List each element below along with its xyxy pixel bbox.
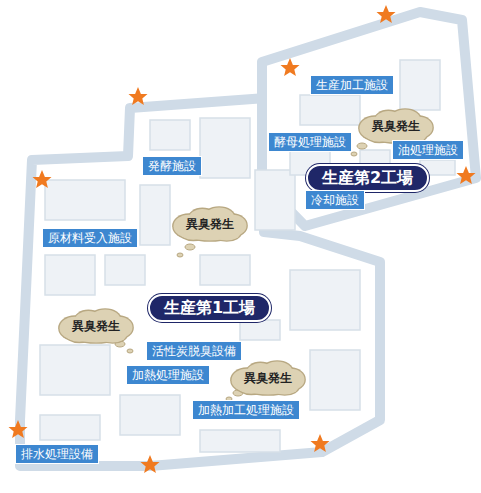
node-text: 原材料受入施設 bbox=[48, 231, 132, 245]
node-text: 発酵施設 bbox=[148, 159, 196, 173]
facility-tag: 発酵施設 bbox=[142, 156, 202, 176]
odor-cloud: 異臭発生 bbox=[58, 308, 134, 344]
node-text: 生産第1工場 bbox=[164, 298, 255, 317]
node-text: 加熱加工処理施設 bbox=[198, 403, 294, 417]
facility-tag: 排水処理設備 bbox=[15, 444, 99, 464]
plant-label: 生産第1工場 bbox=[148, 294, 271, 322]
facility-tag: 加熱処理施設 bbox=[126, 365, 210, 385]
facility-tag: 原材料受入施設 bbox=[42, 228, 138, 248]
facility-tag: 活性炭脱臭設備 bbox=[146, 341, 242, 361]
node-text: 異臭発生 bbox=[372, 119, 420, 134]
facility-tag: 冷却施設 bbox=[305, 190, 365, 210]
odor-cloud: 異臭発生 bbox=[230, 360, 306, 396]
facility-tag: 生産加工施設 bbox=[310, 75, 394, 95]
buildings bbox=[40, 60, 455, 452]
node-text: 加熱処理施設 bbox=[132, 368, 204, 382]
node-text: 酵母処理施設 bbox=[274, 135, 346, 149]
odor-cloud: 異臭発生 bbox=[172, 206, 248, 242]
facility-tag: 酵母処理施設 bbox=[268, 132, 352, 152]
node-text: 冷却施設 bbox=[311, 193, 359, 207]
plant1-outline bbox=[20, 98, 380, 466]
node-text: 生産第2工場 bbox=[322, 168, 413, 187]
node-text: 異臭発生 bbox=[186, 217, 234, 232]
node-text: 活性炭脱臭設備 bbox=[152, 344, 236, 358]
odor-cloud: 異臭発生 bbox=[358, 108, 434, 144]
node-text: 異臭発生 bbox=[244, 371, 292, 386]
node-text: 排水処理設備 bbox=[21, 447, 93, 461]
node-text: 異臭発生 bbox=[72, 319, 120, 334]
facility-tag: 油処理施設 bbox=[392, 140, 464, 160]
facility-tag: 加熱加工処理施設 bbox=[192, 400, 300, 420]
stars bbox=[9, 5, 476, 473]
plant-label: 生産第2工場 bbox=[306, 164, 429, 192]
node-text: 生産加工施設 bbox=[316, 78, 388, 92]
node-text: 油処理施設 bbox=[398, 143, 458, 157]
